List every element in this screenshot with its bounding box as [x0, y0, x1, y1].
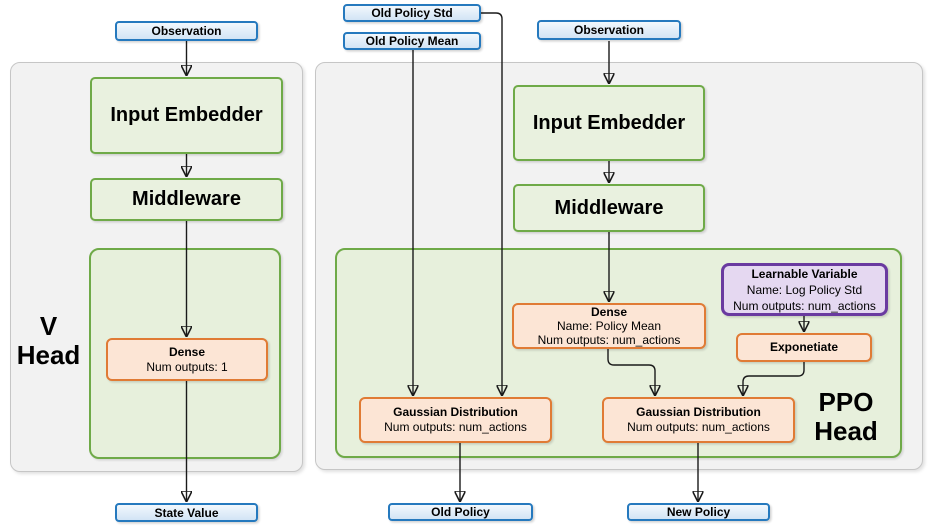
old-policy-node: Old Policy — [388, 503, 533, 521]
v-observation-label: Observation — [151, 24, 222, 38]
new-policy-node: New Policy — [627, 503, 770, 521]
v-input-embedder-node: Input Embedder — [90, 77, 283, 154]
learnable-variable-num-outputs: Num outputs: num_actions — [733, 298, 876, 313]
state-value-node: State Value — [115, 503, 258, 522]
state-value-label: State Value — [154, 505, 219, 520]
exponetiate-label: Exponetiate — [769, 340, 838, 354]
gaussian-new-num-outputs: Num outputs: num_actions — [627, 420, 770, 434]
new-policy-label: New Policy — [666, 505, 731, 519]
gaussian-old-num-outputs: Num outputs: num_actions — [384, 420, 527, 434]
ppo-observation-node: Observation — [537, 20, 681, 40]
v-dense-title: Dense — [168, 344, 206, 359]
old-policy-std-label: Old Policy Std — [371, 6, 453, 20]
dense-policy-mean-name: Name: Policy Mean — [556, 319, 662, 333]
learnable-variable-node: Learnable Variable Name: Log Policy Std … — [721, 263, 888, 316]
v-input-embedder-label: Input Embedder — [110, 104, 263, 126]
dense-policy-mean-node: Dense Name: Policy Mean Num outputs: num… — [512, 303, 706, 349]
learnable-variable-title: Learnable Variable — [751, 266, 858, 281]
gaussian-old-title: Gaussian Distribution — [393, 405, 518, 419]
ppo-input-embedder-label: Input Embedder — [532, 111, 686, 134]
ppo-input-embedder-node: Input Embedder — [513, 85, 705, 161]
ppo-middleware-label: Middleware — [554, 196, 664, 219]
dense-policy-mean-num-outputs: Num outputs: num_actions — [537, 333, 681, 347]
old-policy-mean-node: Old Policy Mean — [343, 32, 481, 50]
old-policy-std-node: Old Policy Std — [343, 4, 481, 22]
v-dense-num-outputs: Num outputs: 1 — [146, 359, 228, 374]
learnable-variable-name: Name: Log Policy Std — [746, 282, 863, 297]
gaussian-distribution-old-node: Gaussian Distribution Num outputs: num_a… — [359, 397, 552, 443]
ppo-head-label-line2: Head — [814, 416, 878, 446]
old-policy-mean-label: Old Policy Mean — [365, 34, 459, 48]
dense-policy-mean-title: Dense — [590, 305, 628, 319]
ppo-middleware-node: Middleware — [513, 184, 705, 232]
exponetiate-node: Exponetiate — [736, 333, 872, 362]
gaussian-distribution-new-node: Gaussian Distribution Num outputs: num_a… — [602, 397, 795, 443]
v-observation-node: Observation — [115, 21, 258, 41]
ppo-head-label-line1: PPO — [818, 387, 874, 417]
v-middleware-label: Middleware — [132, 188, 241, 210]
gaussian-new-title: Gaussian Distribution — [636, 405, 761, 419]
v-middleware-node: Middleware — [90, 178, 283, 221]
ppo-observation-label: Observation — [573, 23, 645, 37]
v-head-label-line2: Head — [16, 340, 81, 370]
v-head-label: V Head — [11, 312, 86, 370]
v-head-label-line1: V — [39, 311, 58, 341]
ppo-head-label: PPO Head — [791, 388, 901, 446]
v-dense-node: Dense Num outputs: 1 — [106, 338, 268, 381]
old-policy-label: Old Policy — [431, 505, 490, 519]
